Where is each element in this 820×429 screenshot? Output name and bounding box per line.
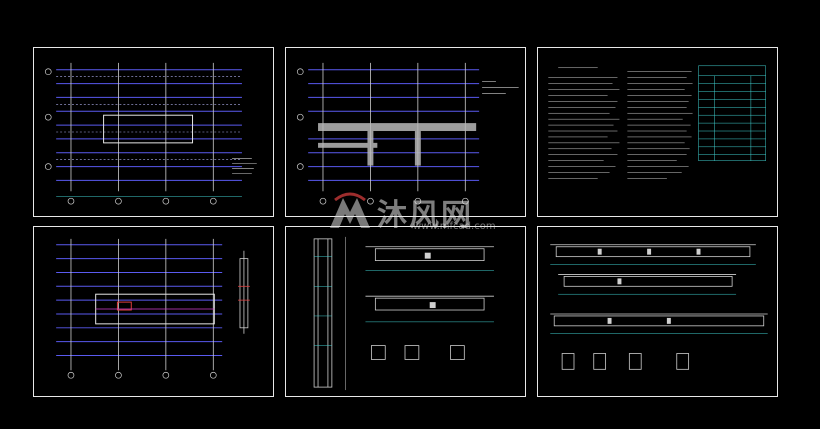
sheet-design-notes[interactable] — [537, 47, 778, 217]
watermark: 沐风网 www.mfcad.com — [325, 190, 515, 240]
sheet-foundation-plan-1[interactable] — [33, 47, 274, 217]
sheet-foundation-plan-3[interactable] — [33, 226, 274, 397]
plan-drawing-3 — [56, 238, 250, 379]
column-drawing — [313, 236, 494, 391]
sheet-column-details[interactable] — [285, 226, 526, 397]
sheet-foundation-plan-2[interactable] — [285, 47, 526, 217]
sheet-beam-details[interactable] — [537, 226, 778, 397]
plan-drawing-1 — [44, 62, 257, 205]
notes-drawing — [548, 65, 766, 179]
plan-drawing-2 — [296, 62, 519, 205]
watermark-url: www.mfcad.com — [413, 221, 496, 232]
watermark-brand: 沐风网 — [377, 198, 473, 233]
beam-drawing — [550, 244, 768, 370]
mfcad-logo-icon — [330, 192, 370, 228]
